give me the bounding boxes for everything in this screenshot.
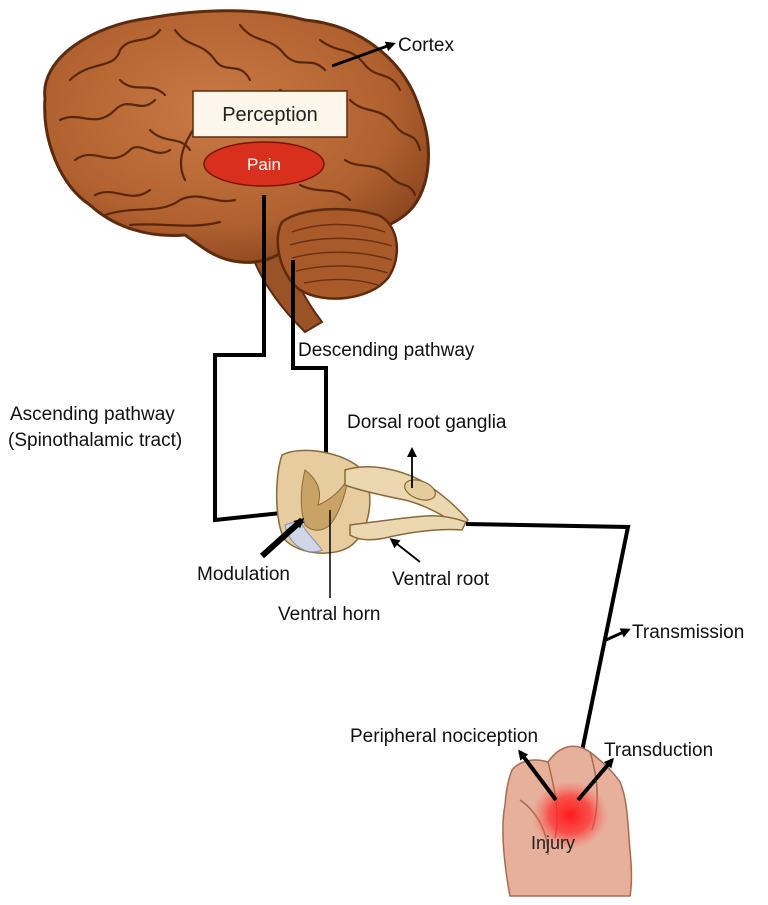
cerebellum-folia (289, 223, 393, 286)
modulation-arrow (259, 517, 305, 559)
perception-label: Perception (222, 104, 318, 126)
ventral-horn-label: Ventral horn (278, 604, 380, 625)
ascending-pathway-line (213, 195, 311, 523)
peripheral-nociception-label: Peripheral nociception (350, 726, 538, 747)
descending-pathway-label: Descending pathway (298, 340, 475, 361)
transmission-nerve-line (465, 522, 631, 801)
hand-illustration: Injury (502, 745, 633, 897)
modulation-label: Modulation (197, 564, 290, 585)
transduction-label: Transduction (604, 740, 713, 761)
injury-glow (532, 781, 608, 849)
descending-pathway-line (291, 260, 328, 515)
spinothalamic-tract-label: (Spinothalamic tract) (8, 430, 182, 451)
perception-box (192, 90, 348, 138)
injury-label: Injury (531, 833, 575, 853)
transmission-arrow (605, 628, 631, 642)
ventral-root (349, 515, 468, 541)
ventral-root-label: Ventral root (392, 569, 490, 590)
pain-ellipse (203, 141, 325, 187)
ventral-root-arrow (389, 538, 421, 563)
pain-label: Pain (247, 155, 281, 174)
cortex-arrow (331, 41, 396, 68)
ascending-pathway-label: Ascending pathway (10, 404, 175, 425)
brain-illustration: Perception Pain (43, 9, 430, 334)
transmission-label: Transmission (632, 622, 744, 643)
cortex-label: Cortex (398, 35, 454, 56)
dorsal-root-ganglia-label: Dorsal root ganglia (347, 412, 507, 433)
spinal-cord-segment (275, 449, 469, 554)
cerebellum (276, 207, 399, 300)
transduction-arrow (576, 757, 614, 802)
peripheral-nociception-arrow (518, 749, 558, 802)
